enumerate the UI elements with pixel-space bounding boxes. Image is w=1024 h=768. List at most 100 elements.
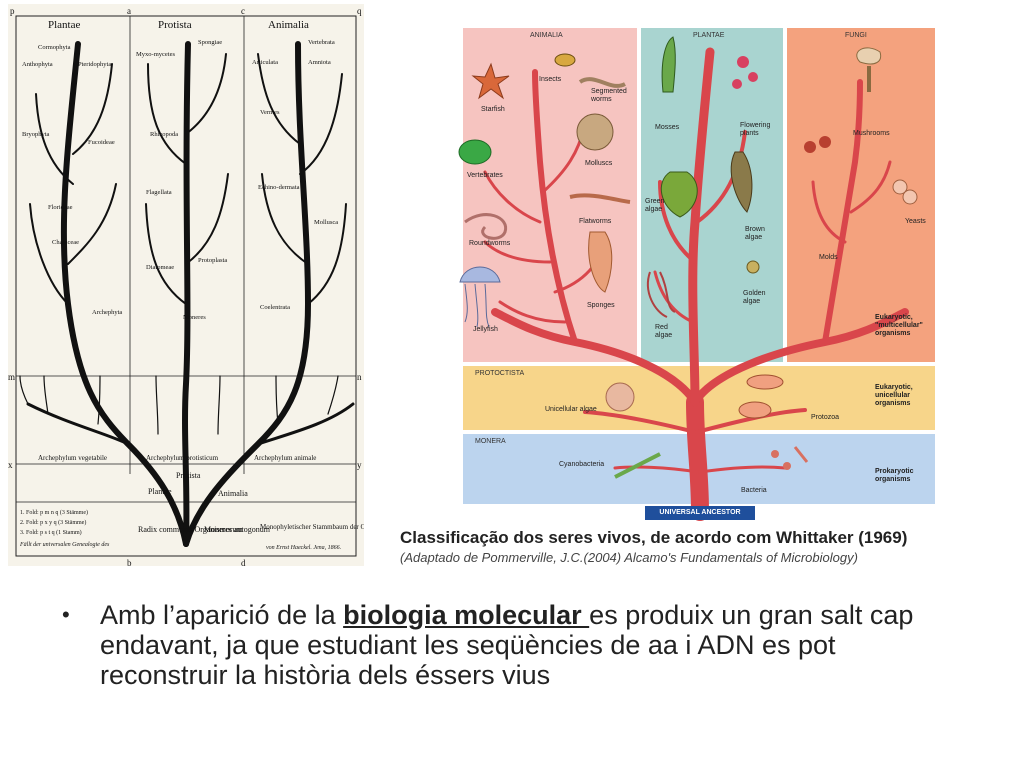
hk-letter: a	[127, 6, 131, 16]
organism-glyphs	[458, 36, 918, 479]
label-molds: Molds	[819, 254, 838, 261]
label-monera: MONERA	[475, 438, 506, 445]
label-flowering-plants: Flowering plants	[740, 122, 771, 137]
nautilus-icon	[576, 113, 614, 151]
caption-title: Classificação dos seres vivos, de acordo…	[400, 528, 908, 547]
hk-letter: d	[241, 558, 246, 566]
hk-root-animalia: Animalia	[218, 489, 248, 498]
hk-letter: y	[357, 460, 362, 470]
label-protozoa: Protozoa	[811, 414, 840, 421]
sponge-icon	[588, 231, 613, 293]
label-unicellular-algae: Unicellular algae	[545, 406, 597, 413]
hk-group: Characeae	[52, 239, 79, 246]
label-mushrooms: Mushrooms	[853, 130, 890, 137]
label-protoctista: PROTOCTISTA	[475, 370, 525, 377]
yeast-icon	[902, 189, 918, 205]
label-plantae: PLANTAE	[693, 32, 725, 39]
jellyfish-tentacles-icon	[464, 283, 490, 328]
golden-algae-icon	[746, 260, 760, 274]
hk-group: Spongiae	[198, 39, 222, 46]
mushroom-icon	[856, 47, 882, 65]
label-flatworms: Flatworms	[579, 218, 612, 225]
hk-base-animale: Archephylum animale	[254, 454, 316, 462]
bullet-text-after: es produix un gran salt cap endavant, ja…	[100, 600, 914, 690]
desc-unicellular: Eukaryotic, unicellular organisms	[875, 384, 913, 407]
haeckel-tree-image: p a c q m n x y b d Plantae Protista Ani…	[8, 4, 364, 566]
label-animalia: ANIMALIA	[530, 32, 563, 39]
haeckel-tree-svg: p a c q m n x y b d Plantae Protista Ani…	[8, 6, 364, 566]
protozoa-icon	[738, 401, 772, 419]
hk-letter: p	[10, 6, 15, 16]
hk-kingdom-animalia: Animalia	[268, 19, 309, 31]
hk-group: Cormophyta	[38, 44, 71, 51]
hk-group: Coelentrata	[260, 304, 290, 311]
starfish-icon	[471, 62, 510, 100]
hk-stammbaum: Monophyletischer Stammbaum der Organisme…	[260, 523, 364, 531]
hk-group: Rhizopoda	[150, 131, 178, 138]
label-green-algae: Green algae	[645, 198, 665, 213]
hk-group: Vermes	[260, 109, 280, 116]
label-cyanobacteria: Cyanobacteria	[559, 461, 605, 468]
label-vertebrates: Vertebrates	[467, 172, 503, 179]
brown-algae-icon	[730, 151, 753, 213]
hk-group-labels: Cormophyta Myxo-mycetes Spongiae Vertebr…	[22, 39, 338, 321]
universal-ancestor-badge: UNIVERSAL ANCESTOR	[645, 506, 755, 520]
yeast-icon	[892, 179, 908, 195]
label-molluscs: Molluscs	[585, 160, 613, 167]
hk-group: Flagellata	[146, 189, 172, 196]
hk-root-protista: Protista	[176, 471, 201, 480]
bullet-emphasis: biologia molecular	[343, 600, 590, 630]
hk-kingdom-plantae: Plantae	[48, 19, 80, 31]
hk-letter: c	[241, 6, 245, 16]
hk-base-protisticum: Archephylum protisticum	[146, 454, 219, 462]
hk-group: Vertebrata	[308, 39, 335, 46]
bullet-dot-icon: •	[62, 602, 70, 627]
hk-group: Myxo-mycetes	[136, 51, 175, 58]
whittaker-diagram: ANIMALIA PLANTAE FUNGI PROTOCTISTA MONER…	[455, 22, 941, 524]
label-brown-algae: Brown algae	[745, 226, 765, 241]
label-sponges: Sponges	[587, 302, 615, 309]
cyanobacteria-icon	[614, 452, 661, 479]
hk-legend-1: 1. Fold: p m n q (3 Stämme)	[20, 509, 88, 516]
bacteria-rod-icon	[793, 446, 809, 463]
hk-group: Pteridophyta	[78, 61, 111, 68]
mold-icon	[819, 136, 831, 148]
flatworm-icon	[569, 193, 631, 204]
label-segmented-worms: Segmented worms	[591, 88, 627, 103]
hk-group: Bryophyta	[22, 131, 50, 138]
hk-kingdom-protista: Protista	[158, 19, 192, 31]
hk-group: Fucoideae	[88, 139, 115, 146]
desc-multicellular: Eukaryotic, "multicellular" organisms	[875, 314, 923, 337]
flower-icon	[748, 72, 758, 82]
moss-icon	[661, 36, 676, 93]
roundworm-icon	[464, 213, 508, 240]
segmented-worm-icon	[578, 77, 626, 88]
label-starfish: Starfish	[481, 106, 505, 113]
label-jellyfish: Jellyfish	[473, 326, 498, 333]
label-golden-algae: Golden algae	[743, 290, 766, 305]
haeckel-frame	[15, 15, 357, 557]
red-algae-icon	[647, 271, 676, 318]
hk-group: Mollusca	[314, 219, 338, 226]
bullet-text-before: Amb l’aparició de la	[100, 600, 344, 630]
hk-base-vegetabile: Archephylum vegetabile	[38, 454, 107, 462]
bacteria-icon	[771, 450, 779, 458]
hk-letter: q	[357, 6, 362, 16]
hk-author: von Ernst Haeckel. Jena, 1866.	[266, 545, 341, 551]
green-algae-icon	[660, 171, 698, 218]
hk-trunks	[19, 41, 355, 547]
frog-icon	[458, 139, 492, 165]
hk-radix: Radix communis Organismorum	[138, 525, 244, 534]
hk-root-plantae: Plantae	[148, 487, 172, 496]
caption-subtitle: (Adaptado de Pommerville, J.C.(2004) Alc…	[400, 550, 858, 565]
insect-icon	[554, 53, 576, 67]
hk-group: Amniota	[308, 59, 331, 66]
bacteria-icon	[783, 462, 791, 470]
hk-group: Florideae	[48, 204, 73, 211]
hk-legend-3: 3. Fold: p s t q (1 Stamm)	[20, 529, 82, 536]
hk-moneres: Moneres autogonum	[204, 525, 271, 534]
hk-group: Archephyta	[92, 309, 122, 316]
flower-icon	[732, 79, 742, 89]
flower-icon	[737, 56, 749, 68]
jellyfish-icon	[459, 266, 501, 283]
